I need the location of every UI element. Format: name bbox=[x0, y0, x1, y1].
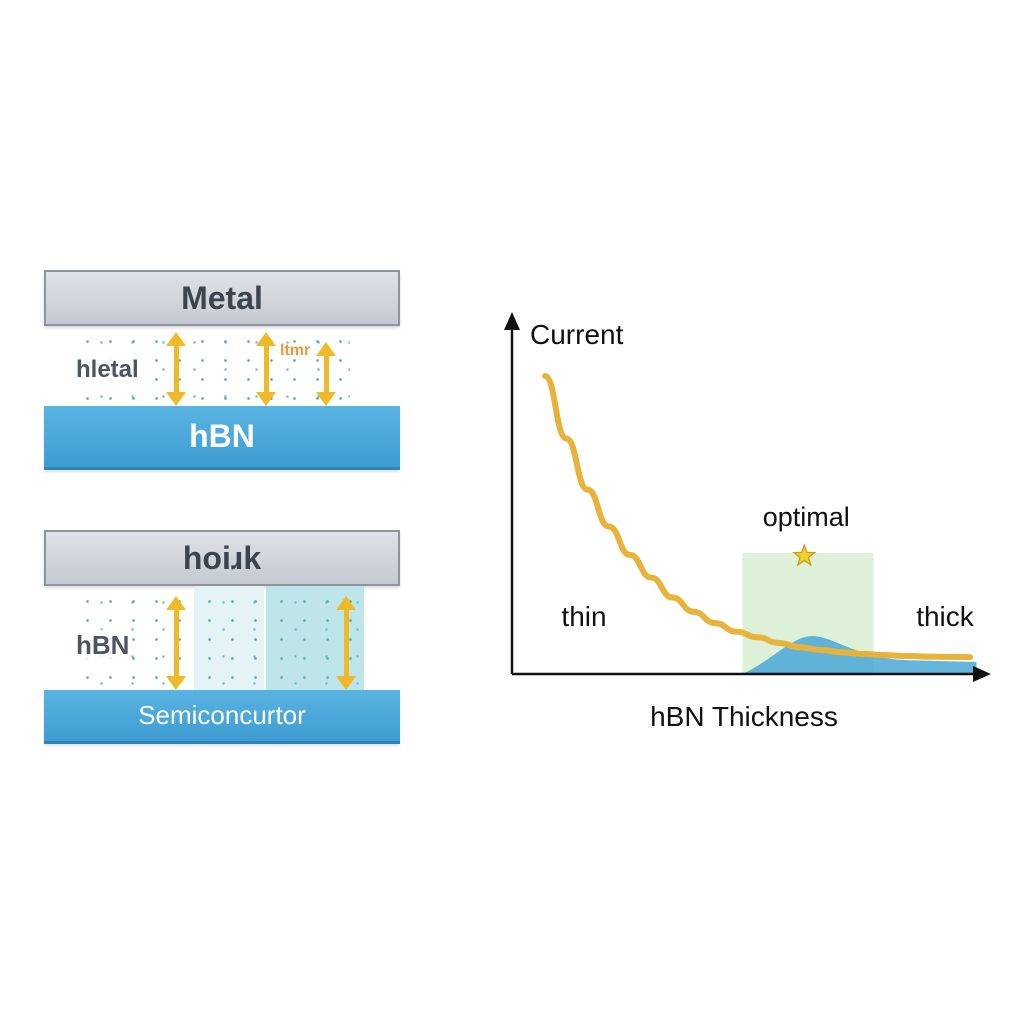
thin-annotation: thin bbox=[561, 601, 606, 632]
metal-layer: Metal bbox=[44, 270, 400, 326]
y-axis-label: Current bbox=[530, 319, 624, 350]
tunneling-arrow bbox=[336, 596, 356, 690]
bottom-layer-stack: hoiɹk hBN Semiconcurtor bbox=[44, 530, 400, 745]
hbn-region-mid bbox=[194, 586, 264, 690]
current-vs-thickness-chart: Current hBN Thickness thin thick optimal bbox=[500, 300, 1000, 740]
current-curve bbox=[542, 373, 973, 661]
optimal-annotation: optimal bbox=[763, 502, 850, 532]
thick-annotation: thick bbox=[916, 601, 975, 632]
hbn-layer-label: hBN bbox=[189, 418, 255, 454]
semiconductor-layer-label: Semiconcurtor bbox=[138, 700, 306, 730]
tunneling-arrow bbox=[316, 342, 336, 406]
hbn-label: hBN bbox=[74, 630, 132, 661]
top-layer: hoiɹk bbox=[44, 530, 400, 586]
top-layer-stack: Metal hletal ltmr hBN bbox=[44, 270, 400, 472]
barrier-label: hletal bbox=[74, 356, 141, 384]
metal-layer-label: Metal bbox=[181, 279, 263, 316]
hbn-layer: hBN bbox=[44, 406, 400, 470]
chart-canvas: Current hBN Thickness thin thick optimal bbox=[504, 312, 991, 732]
x-axis-label: hBN Thickness bbox=[650, 701, 838, 732]
tunneling-arrow bbox=[166, 332, 186, 406]
tunneling-arrow bbox=[166, 596, 186, 690]
optimal-star-icon bbox=[792, 543, 817, 567]
top-layer-label: hoiɹk bbox=[182, 539, 262, 576]
tunneling-arrow bbox=[256, 332, 276, 406]
x-axis-arrow bbox=[973, 666, 991, 682]
y-axis-arrow bbox=[504, 312, 520, 330]
barrier-tag: ltmr bbox=[280, 342, 311, 359]
semiconductor-layer: Semiconcurtor bbox=[44, 690, 400, 744]
